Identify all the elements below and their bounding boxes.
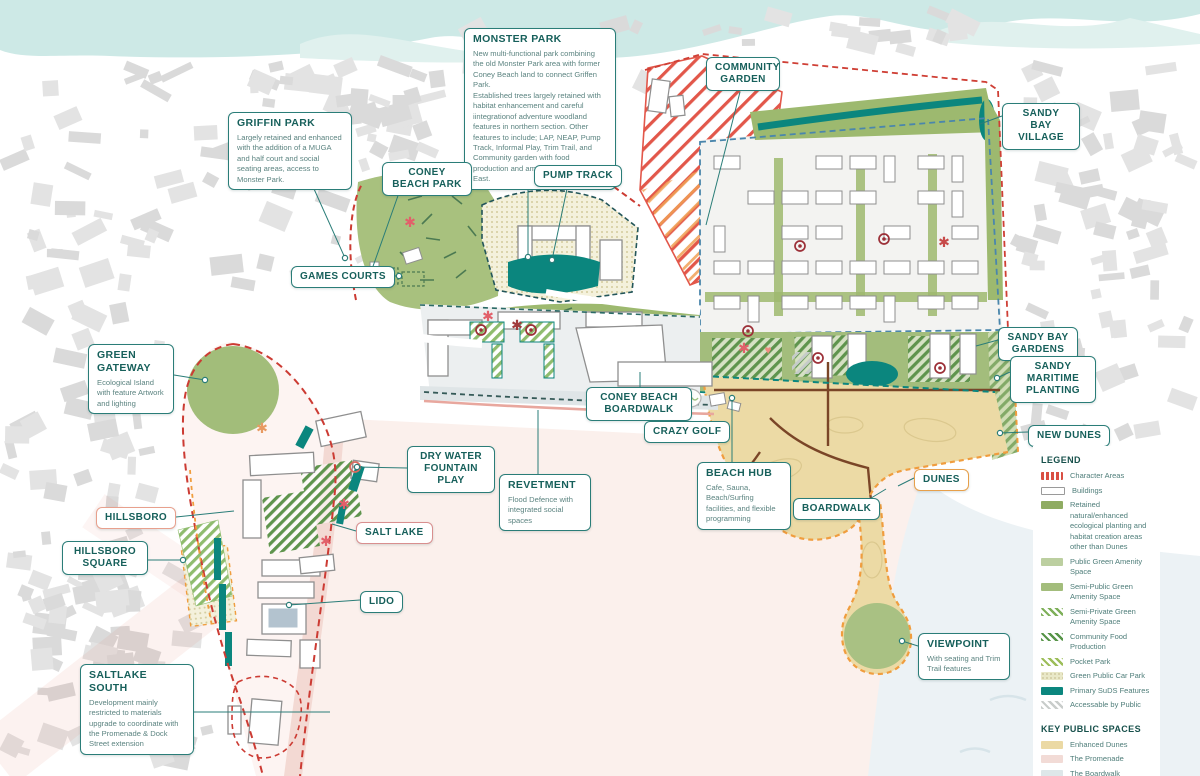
- legend-item-label: Buildings: [1072, 485, 1103, 495]
- legend-item: Green Public Car Park: [1041, 671, 1152, 682]
- svg-text:✱: ✱: [320, 533, 332, 549]
- legend-swatch: [1041, 632, 1063, 641]
- legend-swatch: [1041, 607, 1063, 616]
- legend-item: Enhanced Dunes: [1041, 740, 1152, 751]
- village-buildings: [713, 155, 979, 323]
- legend-title: LEGEND: [1041, 455, 1081, 465]
- legend-swatch: [1041, 672, 1063, 680]
- legend-item-label: Primary SuDS Features: [1070, 685, 1150, 695]
- callout-leader-lines: [148, 91, 1029, 713]
- legend-item-label: The Promenade: [1070, 754, 1124, 763]
- legend-swatch: [1041, 755, 1063, 763]
- legend-item-label: Character Areas: [1070, 471, 1125, 480]
- legend-item-label: Pocket Park: [1070, 656, 1111, 666]
- legend-item-label: Accessable by Public: [1070, 700, 1141, 709]
- legend-item: Character Areas: [1041, 471, 1152, 482]
- legend-swatch: [1041, 582, 1063, 591]
- map-play-icons: ✱ ✱ ✱ ✱ ✱ ✱ ✱ ✱ ♥: [256, 214, 950, 549]
- legend-item-label: Retained natural/enhanced ecological pla…: [1070, 500, 1147, 551]
- legend-item: Retained natural/enhanced ecological pla…: [1041, 500, 1152, 553]
- legend-item: The Boardwalk: [1041, 769, 1152, 776]
- svg-text:✱: ✱: [938, 234, 950, 250]
- legend-item-label: Semi-Private Green Amenity Space: [1070, 606, 1136, 627]
- svg-text:✱: ✱: [338, 496, 350, 512]
- legend-swatch: [1041, 501, 1063, 509]
- legend-swatch: [1041, 686, 1063, 695]
- legend-item-label: Semi-Public Green Amenity Space: [1070, 581, 1133, 602]
- legend-item: The Promenade: [1041, 754, 1152, 765]
- key-public-spaces-title: KEY PUBLIC SPACES: [1041, 723, 1141, 734]
- legend-item-label: The Boardwalk: [1070, 768, 1121, 776]
- legend-swatch: [1041, 486, 1065, 495]
- svg-text:♥: ♥: [764, 343, 771, 357]
- legend-swatch: [1041, 657, 1063, 666]
- legend-item-label: Community Food Production: [1070, 631, 1128, 652]
- legend-item: Public Green Amenity Space: [1041, 557, 1152, 578]
- svg-text:✱: ✱: [482, 308, 494, 324]
- legend-item: Primary SuDS Features: [1041, 686, 1152, 697]
- legend-swatch: [1041, 769, 1063, 776]
- legend-item-label: Public Green Amenity Space: [1070, 556, 1143, 577]
- svg-text:✱: ✱: [404, 214, 416, 230]
- legend-swatch: [1041, 472, 1063, 480]
- svg-text:✱: ✱: [511, 317, 523, 333]
- legend-item: Community Food Production: [1041, 632, 1152, 653]
- legend-item-label: Green Public Car Park: [1070, 671, 1146, 680]
- legend-item: Buildings: [1041, 486, 1152, 497]
- legend-swatch: [1041, 557, 1063, 566]
- legend-swatch: [1041, 740, 1063, 749]
- legend-swatch: [1041, 701, 1063, 709]
- svg-text:✱: ✱: [738, 340, 750, 356]
- legend-item: Semi-Private Green Amenity Space: [1041, 607, 1152, 628]
- legend-item: Semi-Public Green Amenity Space: [1041, 582, 1152, 603]
- legend-item: Accessable by Public: [1041, 700, 1152, 711]
- map-target-icons: [349, 233, 946, 473]
- legend-item-label: Enhanced Dunes: [1070, 739, 1128, 749]
- svg-text:✱: ✱: [256, 420, 268, 436]
- legend-item: Pocket Park: [1041, 657, 1152, 668]
